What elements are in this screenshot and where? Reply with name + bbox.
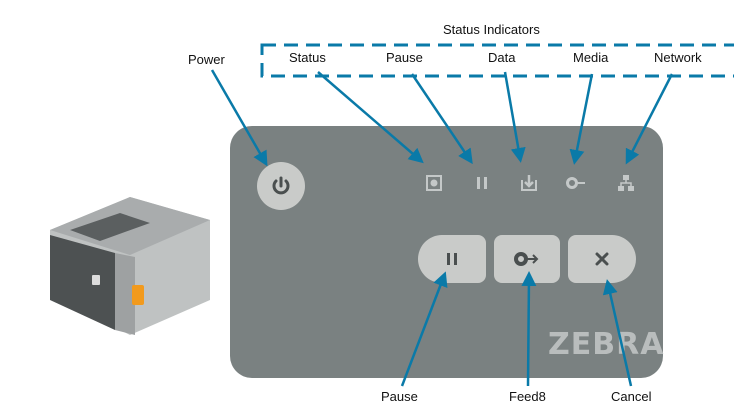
pause-indicator-icon xyxy=(472,173,492,193)
printer-illustration xyxy=(20,175,220,345)
data-label: Data xyxy=(488,50,516,65)
feed-icon xyxy=(514,252,539,266)
arrow-feed-btn xyxy=(521,271,537,387)
arrow-cancel-btn xyxy=(602,279,633,387)
status-icon xyxy=(424,173,444,193)
zebra-logo: ZEBRA xyxy=(548,327,665,362)
pause-button[interactable] xyxy=(418,235,486,283)
cancel-button-label: Cancel xyxy=(611,389,652,404)
close-icon xyxy=(595,252,609,266)
media-label: Media xyxy=(573,50,609,65)
pause-indicator-label: Pause xyxy=(386,50,423,65)
media-icon xyxy=(566,173,586,193)
status-indicators-title: Status Indicators xyxy=(443,22,540,37)
feed-button-label: Feed8 xyxy=(509,389,546,404)
arrow-data xyxy=(503,71,526,163)
status-indicators-dashed-box xyxy=(260,43,734,78)
arrow-power xyxy=(210,69,268,167)
arrow-network xyxy=(625,73,674,165)
arrow-media xyxy=(569,73,594,165)
data-icon xyxy=(519,173,539,193)
status-label: Status xyxy=(289,50,326,65)
network-label: Network xyxy=(654,50,702,65)
power-icon xyxy=(272,176,290,195)
pause-icon xyxy=(447,253,457,265)
network-icon xyxy=(616,173,636,193)
power-label: Power xyxy=(188,52,225,67)
pause-button-label: Pause xyxy=(381,389,418,404)
power-button[interactable] xyxy=(257,162,305,210)
arrow-pause-ind xyxy=(410,73,473,165)
arrow-pause-btn xyxy=(400,271,448,387)
arrow-status xyxy=(317,71,424,164)
cancel-button[interactable] xyxy=(568,235,636,283)
